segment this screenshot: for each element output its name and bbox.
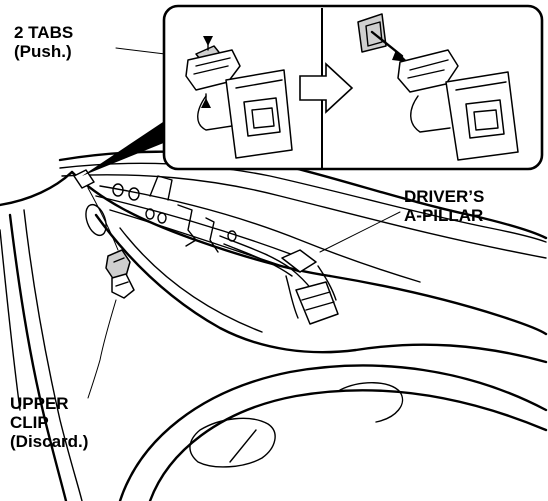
clip-removed-drawing <box>357 13 519 161</box>
a-pillar-label-line1: DRIVER’S <box>404 187 485 206</box>
two-tabs-label-line2: (Push.) <box>14 42 72 61</box>
upper-clip-label-line1: UPPER <box>10 394 69 413</box>
steering-wheel-drawing <box>118 364 548 501</box>
two-tabs-label: 2 TABS (Push.) <box>14 23 73 61</box>
upper-clip-label-line2: CLIP <box>10 413 49 432</box>
upper-clip-label: UPPER CLIP (Discard.) <box>10 394 88 451</box>
clip-tabs-pushed-drawing <box>185 36 293 159</box>
inset-pointer <box>82 120 176 176</box>
a-pillar-dashboard-drawing <box>0 150 548 501</box>
a-pillar-label: DRIVER’S A-PILLAR <box>404 187 484 225</box>
two-tabs-label-line1: 2 TABS <box>14 23 74 42</box>
upper-clip-drawing <box>87 249 135 399</box>
a-pillar-label-line2: A-PILLAR <box>404 206 484 225</box>
detail-inset <box>162 4 544 171</box>
upper-clip-label-line3: (Discard.) <box>10 432 89 451</box>
pillar-leader-line <box>319 211 401 253</box>
transition-arrow-icon <box>299 62 354 114</box>
